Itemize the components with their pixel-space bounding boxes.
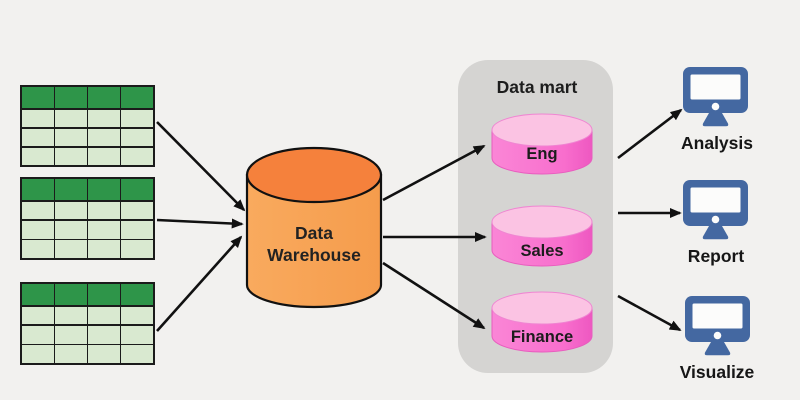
table-cell — [88, 240, 120, 258]
table-cell — [22, 128, 54, 146]
data-warehouse-cylinder — [245, 146, 383, 309]
table-header-cell — [22, 87, 54, 108]
table-cell — [121, 109, 153, 127]
table-cell — [88, 306, 120, 325]
table-cell — [88, 201, 120, 220]
table-header-cell — [121, 87, 153, 108]
data-mart-title: Data mart — [496, 77, 578, 97]
table-cell — [121, 306, 153, 325]
arrow-table2-to-warehouse — [156, 218, 244, 229]
table-header-cell — [88, 179, 120, 200]
monitor-icon-analysis — [683, 67, 748, 127]
table-header-cell — [55, 179, 87, 200]
table-cell — [121, 240, 153, 258]
table-cell — [88, 325, 120, 344]
table-cell — [55, 201, 87, 220]
table-cell — [22, 220, 54, 239]
table-header-cell — [22, 284, 54, 305]
table-header-cell — [121, 284, 153, 305]
table-cell — [121, 325, 153, 344]
table-header-cell — [55, 87, 87, 108]
table-cell — [55, 220, 87, 239]
mart-cylinder-label-finance: Finance — [510, 328, 574, 346]
table-cell — [22, 345, 54, 363]
table-cell — [88, 128, 120, 146]
table-cell — [22, 306, 54, 325]
arrow-table1-to-warehouse — [156, 121, 246, 212]
table-cell — [88, 109, 120, 127]
table-cell — [22, 147, 54, 165]
source-table-2 — [20, 177, 155, 260]
table-cell — [121, 201, 153, 220]
mart-cylinder-label-sales: Sales — [520, 242, 564, 260]
table-cell — [121, 220, 153, 239]
monitor-icon-report — [683, 180, 748, 240]
table-cell — [55, 128, 87, 146]
table-cell — [55, 109, 87, 127]
table-header-cell — [88, 284, 120, 305]
output-label-report: Report — [687, 246, 745, 266]
table-cell — [55, 325, 87, 344]
table-cell — [121, 128, 153, 146]
table-cell — [121, 345, 153, 363]
mart-cylinder-eng — [491, 113, 593, 175]
table-cell — [55, 147, 87, 165]
table-cell — [22, 240, 54, 258]
arrow-warehouse-to-eng — [382, 144, 486, 202]
arrow-table3-to-warehouse — [156, 235, 243, 332]
output-label-visualize: Visualize — [679, 362, 755, 382]
arrow-mart-to-analysis — [617, 108, 683, 160]
table-header-cell — [121, 179, 153, 200]
source-table-1 — [20, 85, 155, 167]
table-header-cell — [55, 284, 87, 305]
table-cell — [121, 147, 153, 165]
table-cell — [55, 240, 87, 258]
table-cell — [55, 345, 87, 363]
table-header-cell — [22, 179, 54, 200]
table-cell — [22, 109, 54, 127]
mart-cylinder-label-eng: Eng — [526, 145, 558, 163]
table-cell — [55, 306, 87, 325]
table-cell — [22, 201, 54, 220]
table-cell — [88, 147, 120, 165]
arrow-mart-to-visualize — [617, 294, 682, 332]
arrow-warehouse-to-finance — [382, 261, 486, 330]
table-cell — [88, 220, 120, 239]
source-table-3 — [20, 282, 155, 365]
table-header-cell — [88, 87, 120, 108]
table-cell — [22, 325, 54, 344]
monitor-icon-visualize — [685, 296, 750, 356]
output-label-analysis: Analysis — [681, 133, 753, 153]
data-warehouse-label: Data Warehouse — [267, 223, 361, 265]
table-cell — [88, 345, 120, 363]
